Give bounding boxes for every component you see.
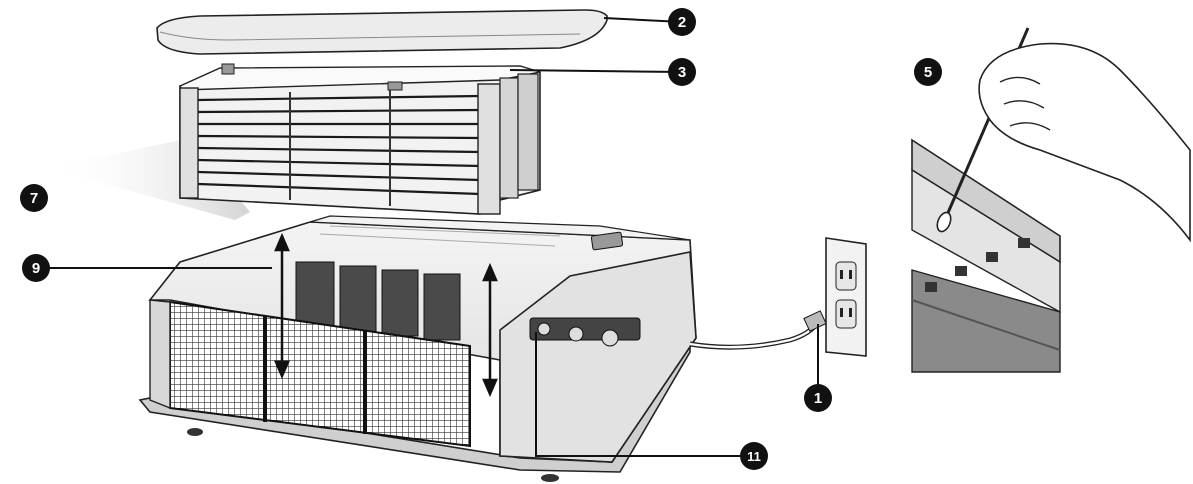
callout-3: 3 [668,58,696,86]
callout-11: 11 [740,442,768,470]
wall-outlet [825,237,867,357]
direction-arrows [274,232,498,398]
purifier-base [138,215,697,482]
power-cord [689,310,827,350]
svg-text:5: 5 [924,64,932,81]
callout-5: 5 [914,58,942,86]
leader-lines [46,17,819,457]
callout-9: 9 [22,254,50,282]
svg-text:7: 7 [30,190,38,207]
svg-text:2: 2 [678,14,686,31]
callout-2: 2 [668,8,696,36]
callout-1: 1 [804,384,832,412]
callout-7: 7 [20,184,48,212]
svg-text:11: 11 [747,449,761,464]
svg-text:1: 1 [814,390,822,407]
top-cover [156,9,608,55]
cleaning-inset [911,27,1191,373]
collector-cell [179,63,541,215]
svg-text:3: 3 [678,64,686,81]
svg-text:9: 9 [32,260,40,277]
